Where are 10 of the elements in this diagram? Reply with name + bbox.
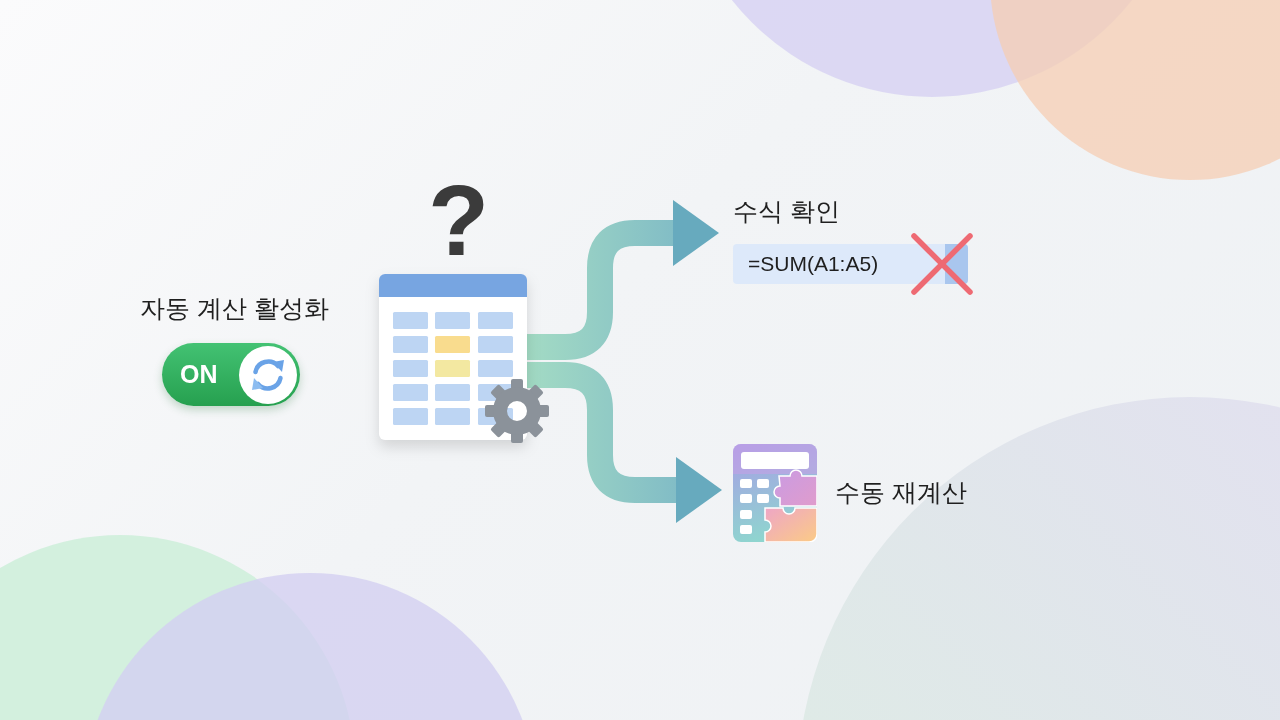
- spreadsheet-illustration: [379, 274, 527, 440]
- formula-bar: =SUM(A1:A5): [733, 244, 968, 284]
- arrow: [527, 200, 719, 360]
- setting-label: 자동 계산 활성화: [140, 293, 329, 323]
- arrow: [527, 362, 722, 523]
- toggle-switch: ON: [162, 343, 300, 406]
- question-mark: ?: [428, 170, 490, 270]
- section-heading: 수식 확인: [733, 196, 840, 226]
- step-label: 수동 재계산: [835, 477, 967, 507]
- calculator-puzzle-icon: [733, 444, 817, 542]
